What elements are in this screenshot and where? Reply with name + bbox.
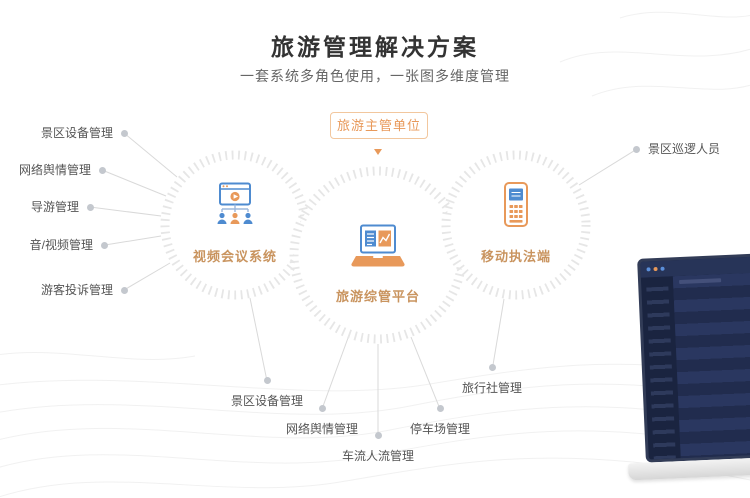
bottom-item: 停车场管理 <box>398 405 482 437</box>
connector-dot <box>436 405 444 412</box>
laptop-chart-icon <box>350 224 406 275</box>
laptop-screen <box>637 252 750 463</box>
window-dot-icon <box>646 267 651 272</box>
dashboard-body <box>640 271 750 460</box>
down-arrow-icon <box>374 149 382 155</box>
connector-lines <box>89 132 638 436</box>
bottom-item: 景区设备管理 <box>225 377 309 409</box>
connector-dot <box>318 405 326 412</box>
node-label-video-conference: 视频会议系统 <box>192 249 277 264</box>
left-item-label: 网络舆情管理 <box>18 163 91 177</box>
connector-dot <box>374 432 382 439</box>
authority-box: 旅游主管单位 <box>330 112 428 139</box>
page-title: 旅游管理解决方案 <box>271 34 479 60</box>
connector-dot <box>263 377 271 384</box>
bottom-item-label: 车流人流管理 <box>341 449 414 463</box>
connector-dot <box>488 364 496 371</box>
connector-dot <box>87 203 94 211</box>
left-item-label: 景区设备管理 <box>40 126 113 140</box>
bottom-item-label: 旅行社管理 <box>461 381 522 395</box>
left-item: 网络舆情管理 <box>2 163 106 177</box>
right-item: 景区巡逻人员 <box>633 142 720 156</box>
connector-dot <box>121 286 128 294</box>
bottom-item: 旅行社管理 <box>450 364 534 396</box>
video-conference-icon <box>213 182 257 231</box>
bottom-item-label: 停车场管理 <box>409 422 470 436</box>
connector-dot <box>101 241 108 249</box>
left-item-label: 导游管理 <box>30 200 79 214</box>
node-label-platform: 旅游综管平台 <box>335 289 420 304</box>
bottom-item-label: 景区设备管理 <box>230 394 303 408</box>
dashboard-title-bar <box>679 278 722 285</box>
dashboard-laptop-preview <box>625 252 750 487</box>
mobile-terminal-icon <box>498 181 534 234</box>
left-item-label: 音/视频管理 <box>29 238 93 252</box>
bottom-item: 网络舆情管理 <box>280 405 364 437</box>
page-subtitle: 一套系统多角色使用，一张图多维度管理 <box>240 68 510 84</box>
left-item: 导游管理 <box>0 200 94 214</box>
bottom-item-label: 网络舆情管理 <box>285 422 358 436</box>
window-dot-icon <box>660 266 665 271</box>
left-item: 音/视频管理 <box>4 238 108 252</box>
left-item: 游客投诉管理 <box>24 283 128 297</box>
left-item-label: 游客投诉管理 <box>40 283 113 297</box>
right-item-label: 景区巡逻人员 <box>648 142 721 156</box>
contour-lines <box>0 11 750 498</box>
connector-dot <box>121 129 128 137</box>
left-item: 景区设备管理 <box>24 126 128 140</box>
bottom-item: 车流人流管理 <box>336 432 420 464</box>
authority-label: 旅游主管单位 <box>336 118 421 133</box>
connector-dot <box>633 145 640 153</box>
window-dot-icon <box>653 266 658 272</box>
dashboard-rows <box>672 271 750 459</box>
node-label-mobile-enforcement: 移动执法端 <box>480 249 551 264</box>
connector-dot <box>99 166 106 174</box>
